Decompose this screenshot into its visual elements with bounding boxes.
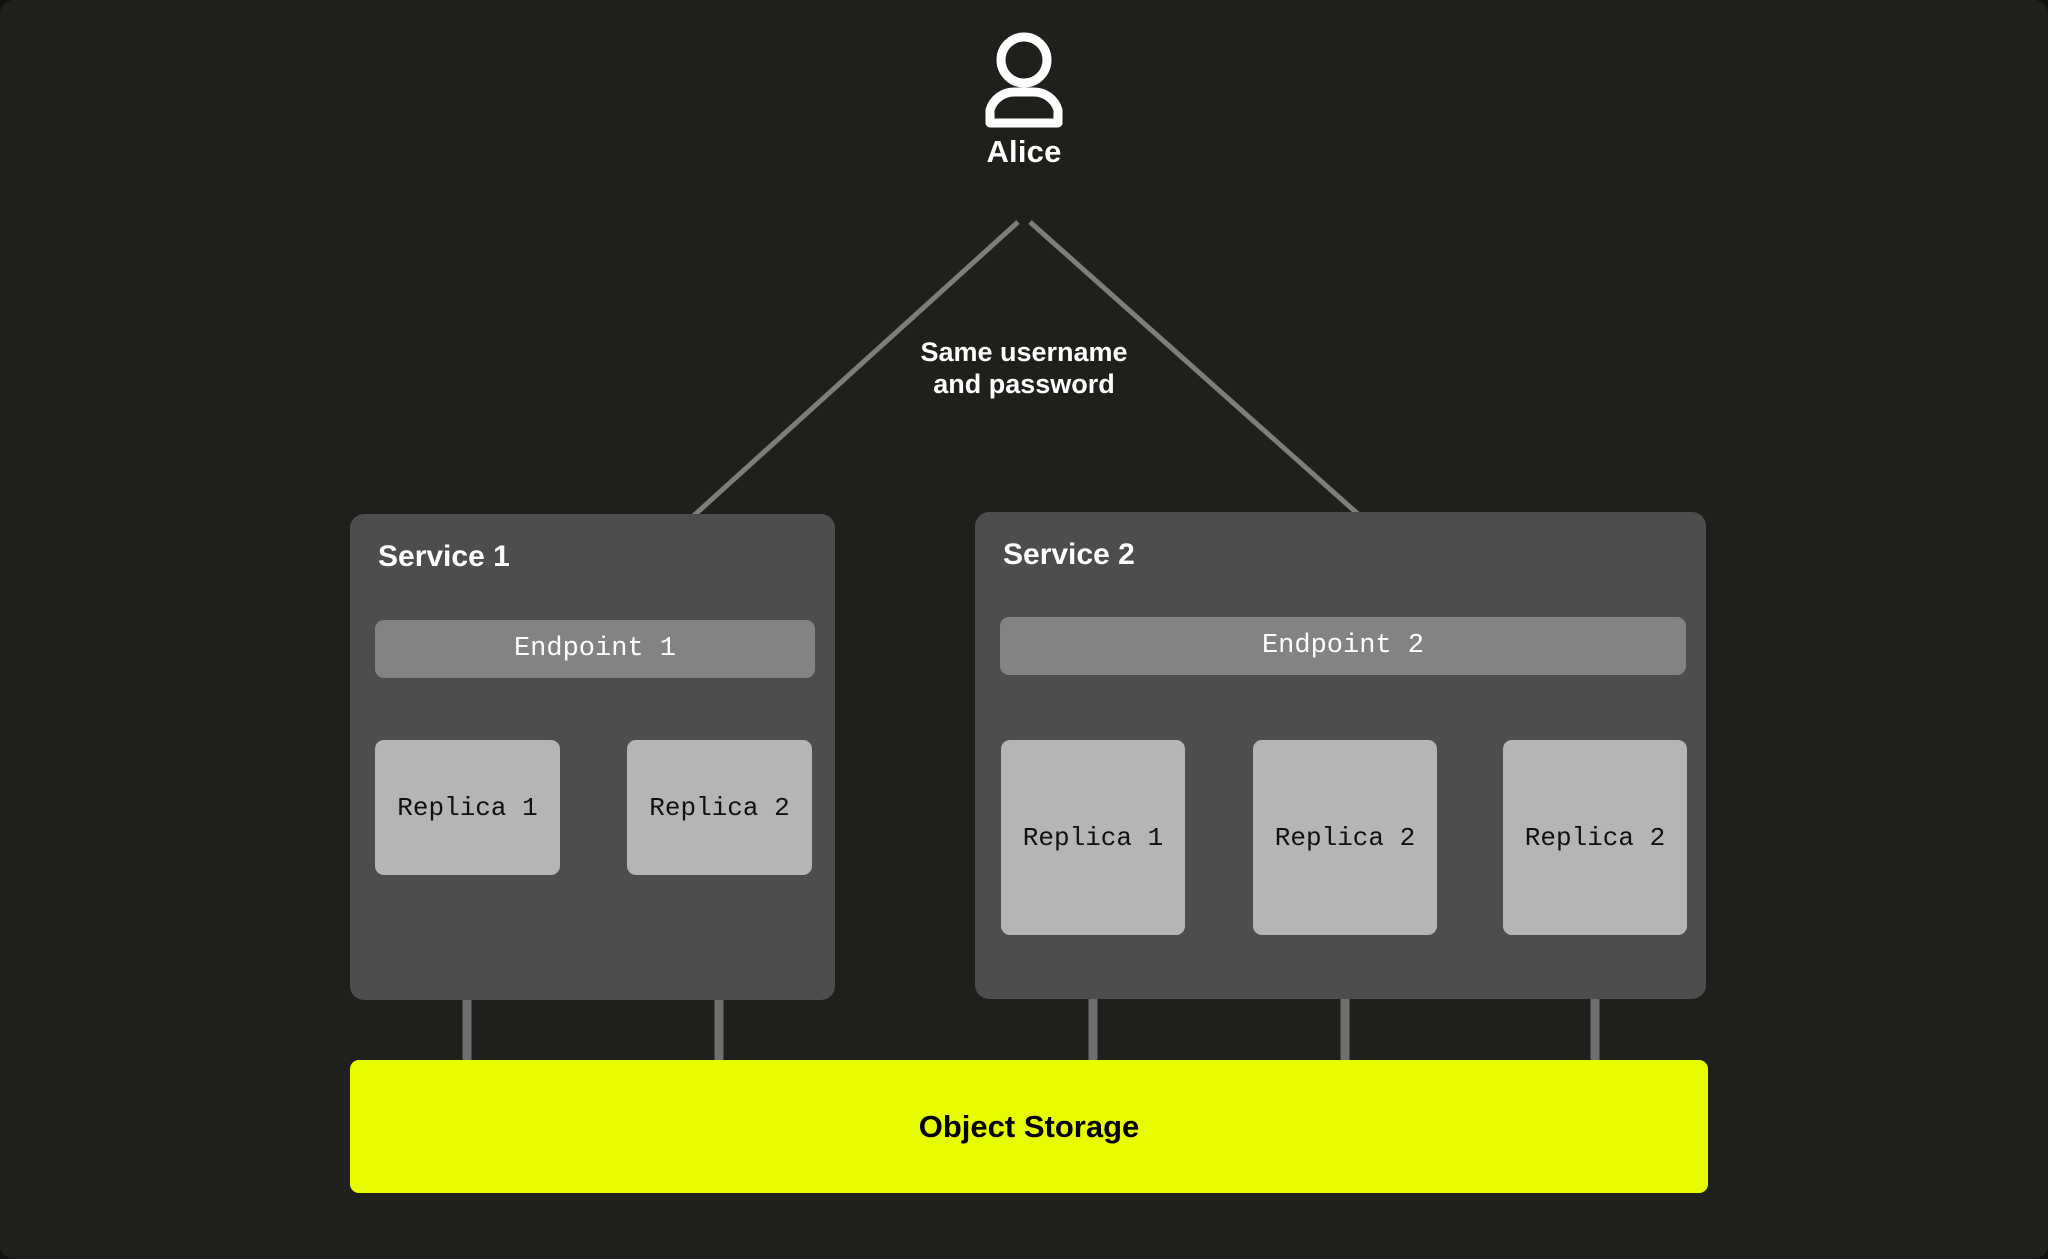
service-2-replica-3[interactable]: Replica 2: [1503, 740, 1687, 935]
service-1-replica-2[interactable]: Replica 2: [627, 740, 812, 875]
endpoint-1[interactable]: Endpoint 1: [375, 620, 815, 678]
user-node: Alice: [0, 30, 2048, 170]
user-label: Alice: [986, 134, 1062, 169]
object-storage-label: Object Storage: [918, 1108, 1140, 1144]
endpoint-2[interactable]: Endpoint 2: [1000, 617, 1686, 675]
service-1-title: Service 1: [378, 540, 510, 573]
edge-annotation: Same username and password: [0, 337, 2048, 401]
service-2-title: Service 2: [1003, 538, 1135, 571]
user-avatar-icon: [985, 32, 1063, 128]
service-2-replica-2[interactable]: Replica 2: [1253, 740, 1437, 935]
edge-annotation-line-1: Same username: [920, 337, 1128, 367]
edge-annotation-line-2: and password: [933, 368, 1115, 399]
object-storage-bar[interactable]: Object Storage: [350, 1060, 1708, 1193]
service-2-replica-1[interactable]: Replica 1: [1001, 740, 1185, 935]
service-1-replica-1[interactable]: Replica 1: [375, 740, 560, 875]
